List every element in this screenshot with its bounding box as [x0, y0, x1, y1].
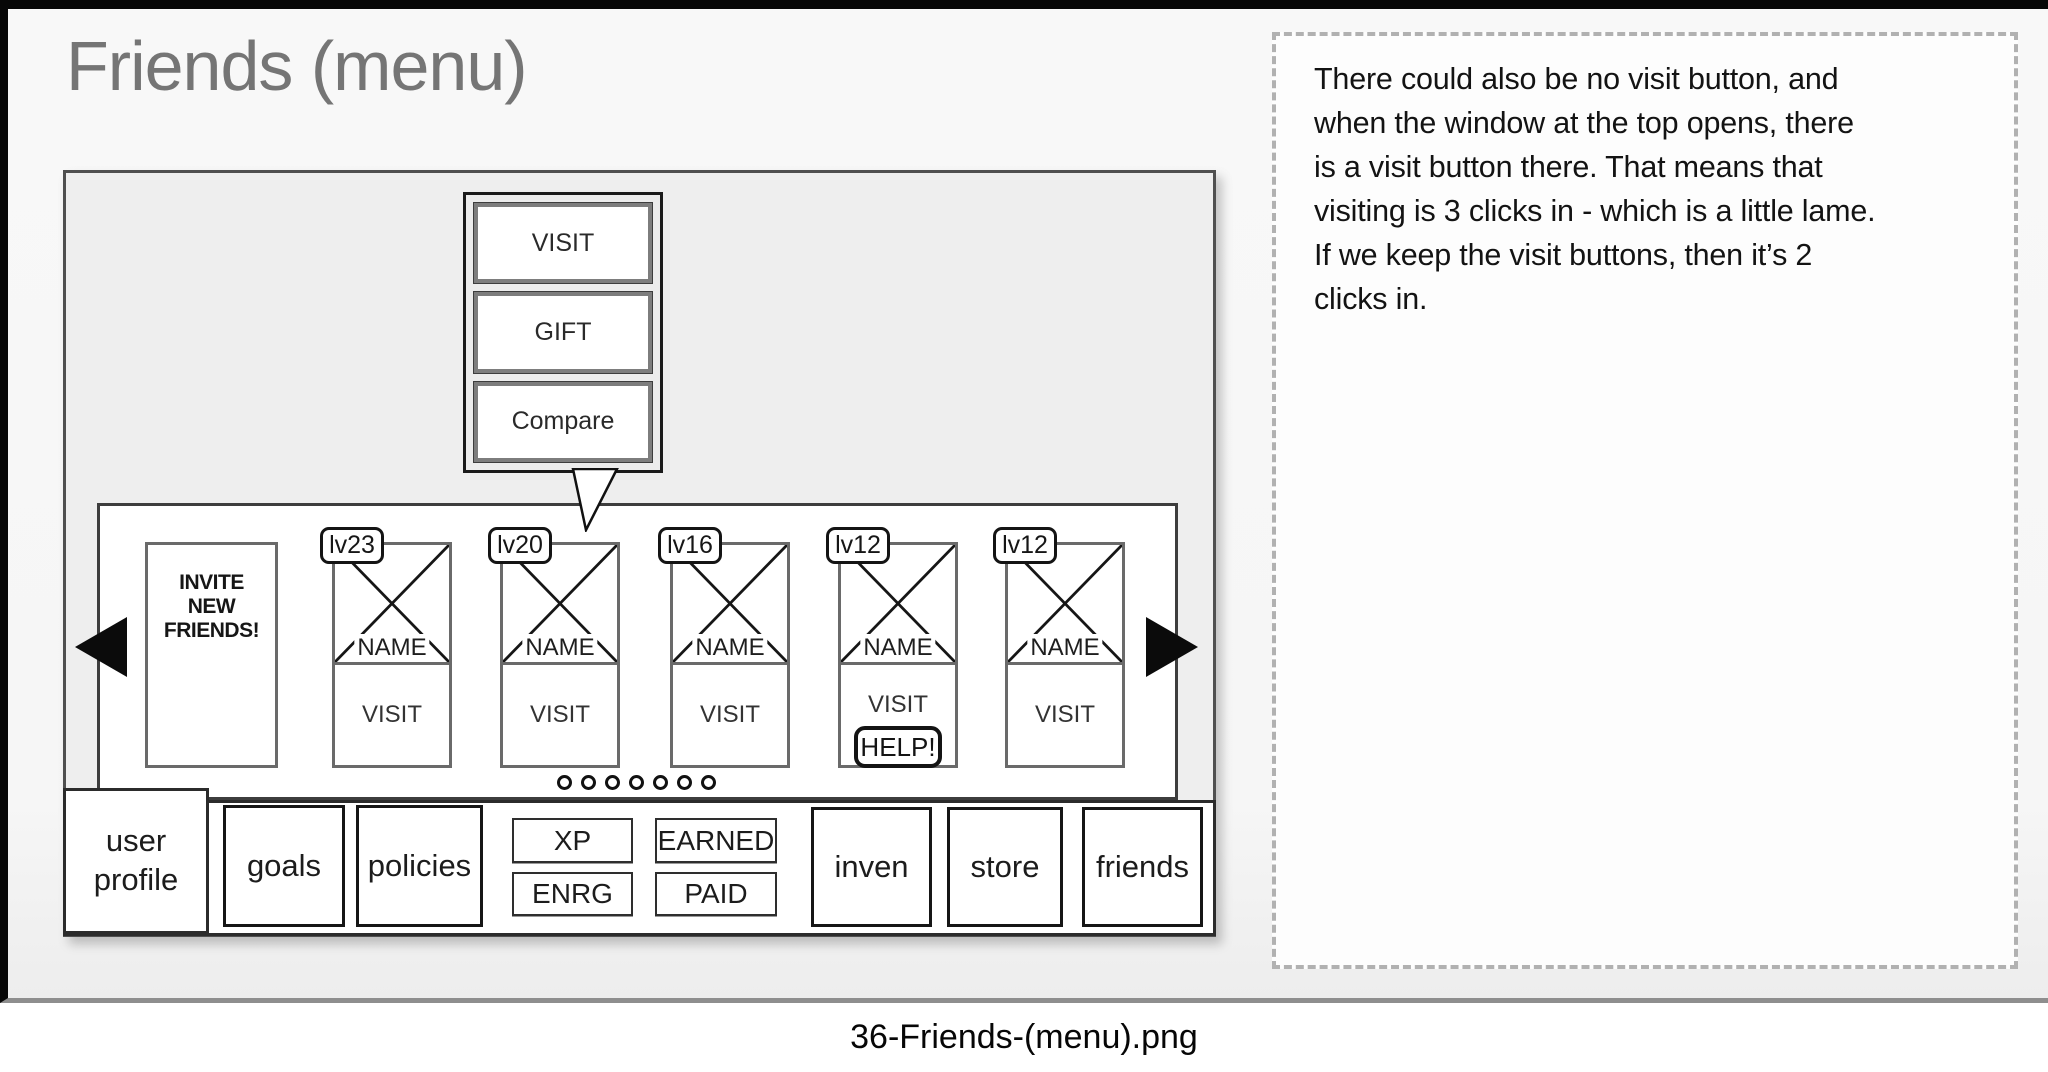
friend-card[interactable]: lv20 NAME VISIT [488, 527, 620, 768]
invite-new-friends-card[interactable]: INVITE NEW FRIENDS! [145, 542, 278, 768]
level-badge: lv12 [826, 527, 890, 564]
inventory-button[interactable]: inven [811, 807, 932, 927]
avatar-placeholder-icon: NAME [841, 545, 955, 665]
visit-action[interactable]: VISIT [361, 701, 422, 728]
level-badge: lv12 [993, 527, 1057, 564]
user-profile-button[interactable]: user profile [63, 788, 209, 934]
store-button[interactable]: store [947, 807, 1063, 927]
policies-button[interactable]: policies [356, 805, 483, 927]
annotation-note: There could also be no visit button, and… [1272, 32, 2018, 969]
xp-meter[interactable]: XP [512, 818, 633, 863]
compare-button[interactable]: Compare [474, 381, 652, 462]
pagination-dot[interactable] [605, 775, 620, 790]
page-title: Friends (menu) [66, 27, 528, 105]
carousel-next-arrow-icon[interactable] [1146, 617, 1198, 677]
friend-name-label: NAME [692, 634, 768, 662]
help-button[interactable]: HELP! [854, 726, 942, 768]
annotation-text: There could also be no visit button, and… [1314, 62, 1876, 316]
friend-card[interactable]: lv23 NAME VISIT [320, 527, 452, 768]
visit-action[interactable]: VISIT [529, 701, 590, 728]
pagination-dots [557, 775, 716, 790]
avatar-placeholder-icon: NAME [503, 545, 617, 665]
visit-action[interactable]: VISIT [699, 701, 760, 728]
popup-pointer-tail [571, 468, 619, 532]
avatar-placeholder-icon: NAME [335, 545, 449, 665]
avatar-placeholder-icon: NAME [673, 545, 787, 665]
level-badge: lv20 [488, 527, 552, 564]
visit-button[interactable]: VISIT [474, 203, 652, 284]
energy-meter[interactable]: ENRG [512, 872, 633, 916]
friend-name-label: NAME [522, 634, 598, 662]
friend-actions-popup: VISIT GIFT Compare [463, 192, 663, 473]
friend-card[interactable]: lv12 NAME VISIT HELP! [826, 527, 958, 768]
level-badge: lv16 [658, 527, 722, 564]
pagination-dot[interactable] [581, 775, 596, 790]
paid-currency[interactable]: PAID [655, 872, 777, 916]
earned-currency[interactable]: EARNED [655, 818, 777, 863]
file-caption: 36-Friends-(menu).png [850, 1018, 1198, 1056]
carousel-prev-arrow-icon[interactable] [75, 617, 127, 677]
friend-name-label: NAME [354, 634, 430, 662]
goals-button[interactable]: goals [223, 805, 345, 927]
visit-action[interactable]: VISIT [867, 691, 928, 718]
friend-card[interactable]: lv16 NAME VISIT [658, 527, 790, 768]
avatar-placeholder-icon: NAME [1008, 545, 1122, 665]
visit-action[interactable]: VISIT [1034, 701, 1095, 728]
friend-name-label: NAME [1027, 634, 1103, 662]
friend-name-label: NAME [860, 634, 936, 662]
gift-button[interactable]: GIFT [474, 292, 652, 373]
friend-card[interactable]: lv12 NAME VISIT [993, 527, 1125, 768]
pagination-dot[interactable] [557, 775, 572, 790]
pagination-dot[interactable] [629, 775, 644, 790]
pagination-dot[interactable] [653, 775, 668, 790]
level-badge: lv23 [320, 527, 384, 564]
pagination-dot[interactable] [677, 775, 692, 790]
friends-button[interactable]: friends [1082, 807, 1203, 927]
pagination-dot[interactable] [701, 775, 716, 790]
